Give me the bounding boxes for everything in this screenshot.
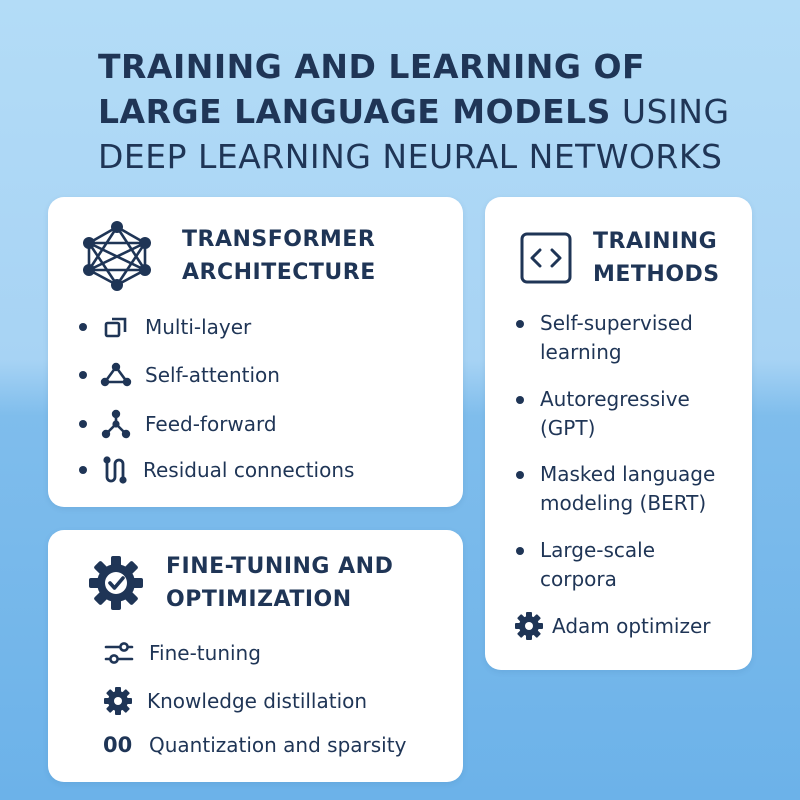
bullet bbox=[79, 466, 87, 474]
transformer-architecture-card: Transformer Architecture Multi-layer Sel… bbox=[48, 197, 463, 507]
sliders-icon bbox=[103, 640, 135, 666]
item-label-line-1: Masked language bbox=[540, 462, 716, 486]
attention-graph-icon bbox=[99, 362, 133, 388]
bullet bbox=[79, 371, 87, 379]
bullet bbox=[516, 547, 524, 555]
item-label-line-2: learning bbox=[540, 340, 622, 364]
item-label: Autoregressive (GPT) bbox=[540, 385, 690, 443]
list-item: Self-supervised learning bbox=[516, 309, 693, 367]
item-label: Feed-forward bbox=[145, 412, 277, 436]
title-line-1: Training and learning of bbox=[98, 47, 646, 86]
residual-path-icon bbox=[101, 455, 131, 485]
bullet bbox=[79, 420, 87, 428]
transformer-card-header: Transformer Architecture bbox=[78, 221, 376, 291]
list-item: Fine-tuning bbox=[103, 640, 261, 666]
training-card-title: Training Methods bbox=[593, 225, 720, 291]
bullet bbox=[516, 396, 524, 404]
training-title-line-1: Training bbox=[593, 229, 718, 254]
transformer-card-title: Transformer Architecture bbox=[182, 223, 376, 289]
list-item: Knowledge distillation bbox=[103, 686, 367, 716]
title-line-2-rest: using bbox=[610, 92, 730, 131]
finetune-card-header: Fine-tuning and Optimization bbox=[88, 550, 393, 616]
item-label: Large-scale corpora bbox=[540, 536, 655, 594]
item-label: Quantization and sparsity bbox=[149, 733, 407, 757]
list-item: Multi-layer bbox=[79, 315, 251, 339]
bullet bbox=[516, 471, 524, 479]
finetune-title-line-2: Optimization bbox=[166, 587, 352, 612]
bullet bbox=[516, 320, 524, 328]
title-line-2-bold: Large language models bbox=[98, 92, 611, 131]
list-item: Autoregressive (GPT) bbox=[516, 385, 690, 443]
training-methods-card: Training Methods Self-supervised learning… bbox=[485, 197, 752, 670]
zeros-icon: 00 bbox=[103, 733, 133, 757]
item-label: Fine-tuning bbox=[149, 641, 261, 665]
item-label-line-2: corpora bbox=[540, 567, 617, 591]
transformer-title-line-2: Architecture bbox=[182, 260, 376, 285]
gear-check-icon bbox=[88, 555, 144, 611]
item-label: Residual connections bbox=[143, 458, 355, 482]
item-label: Masked language modeling (BERT) bbox=[540, 460, 715, 518]
item-label: Self-attention bbox=[145, 363, 280, 387]
neural-network-icon bbox=[78, 221, 156, 291]
list-item: Residual connections bbox=[79, 455, 354, 485]
item-label: Adam optimizer bbox=[552, 614, 711, 638]
code-brackets-icon bbox=[519, 231, 573, 285]
training-card-header: Training Methods bbox=[519, 225, 720, 291]
item-label: Multi-layer bbox=[145, 315, 252, 339]
bullet bbox=[79, 323, 87, 331]
tree-icon bbox=[100, 409, 132, 439]
fine-tuning-optimization-card: Fine-tuning and Optimization Fine-tuning… bbox=[48, 530, 463, 782]
item-label-line-1: Large-scale bbox=[540, 538, 656, 562]
layers-icon bbox=[103, 315, 129, 339]
finetune-title-line-1: Fine-tuning and bbox=[166, 554, 394, 579]
list-item: Large-scale corpora bbox=[516, 536, 655, 594]
title-line-2: Large language models using bbox=[98, 89, 758, 134]
item-label-line-1: Self-supervised bbox=[540, 311, 693, 335]
item-label-line-2: (GPT) bbox=[540, 416, 596, 440]
list-item-adam-optimizer: Adam optimizer bbox=[514, 611, 711, 641]
transformer-title-line-1: Transformer bbox=[182, 227, 376, 252]
item-label-line-1: Autoregressive bbox=[540, 387, 690, 411]
training-title-line-2: Methods bbox=[593, 262, 720, 287]
item-label-line-2: modeling (BERT) bbox=[540, 491, 707, 515]
page-title: Training and learning of Large language … bbox=[98, 44, 758, 179]
finetune-card-title: Fine-tuning and Optimization bbox=[166, 550, 393, 616]
gear-icon bbox=[103, 686, 133, 716]
list-item: Feed-forward bbox=[79, 409, 277, 439]
item-label: Knowledge distillation bbox=[147, 689, 368, 713]
title-line-3: Deep learning neural networks bbox=[98, 137, 723, 176]
list-item: 00 Quantization and sparsity bbox=[103, 733, 406, 757]
list-item: Self-attention bbox=[79, 362, 280, 388]
list-item: Masked language modeling (BERT) bbox=[516, 460, 715, 518]
gear-icon bbox=[514, 611, 544, 641]
item-label: Self-supervised learning bbox=[540, 309, 693, 367]
